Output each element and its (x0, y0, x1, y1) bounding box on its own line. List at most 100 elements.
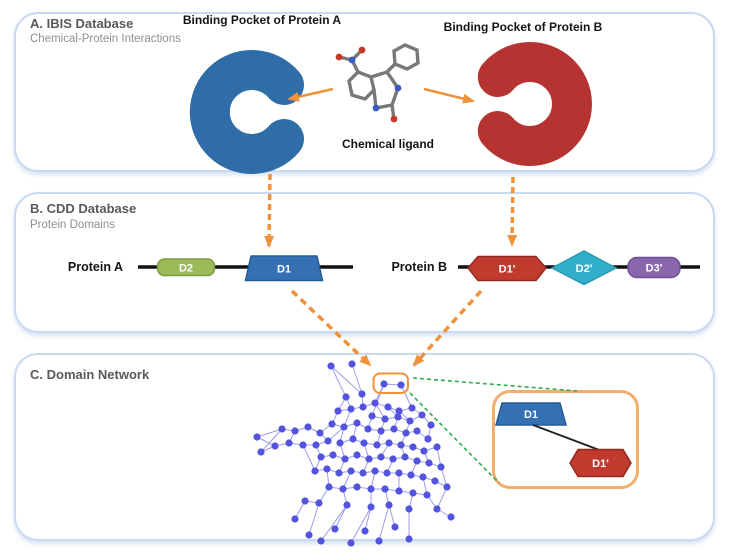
network-node (334, 407, 342, 415)
network-node (395, 407, 403, 415)
network-edge (320, 504, 348, 542)
network-node (425, 459, 433, 467)
network-edge (260, 428, 283, 453)
network-edge (334, 504, 348, 530)
chemical-ligand-structure (335, 43, 420, 123)
network-node (383, 469, 391, 477)
network-node (367, 503, 375, 511)
domain-d1p-label: D1' (499, 264, 516, 276)
dashed-arrow-pocket-a-to-d1 (264, 173, 275, 248)
network-node (401, 453, 409, 461)
oxygen-atom (358, 46, 366, 54)
dashed-arrow-pocket-b-to-d1p (507, 176, 518, 247)
network-node (407, 471, 415, 479)
network-node (381, 415, 389, 423)
network-node-highlighted (380, 380, 388, 388)
network-node (278, 425, 286, 433)
chemical-ligand-label: Chemical ligand (341, 137, 435, 151)
network-node (375, 537, 383, 545)
network-node (325, 483, 333, 491)
network-node (328, 420, 336, 428)
panel-a-title: A. IBIS Database (30, 16, 134, 31)
network-node (291, 427, 299, 435)
network-node (317, 453, 325, 461)
network-edge (256, 428, 283, 438)
network-node (323, 465, 331, 473)
nitrogen-atom (394, 84, 402, 92)
network-node (271, 442, 279, 450)
zoom-line-bottom (409, 392, 500, 484)
network-edge (436, 486, 448, 510)
network-node (299, 441, 307, 449)
network-node (381, 485, 389, 493)
network-node (349, 435, 357, 443)
network-node (341, 455, 349, 463)
domain-d1-label: D1 (277, 264, 291, 276)
domain-d1p-shape (467, 255, 547, 282)
network-node (405, 505, 413, 513)
inset-d1p-label: D1' (592, 458, 609, 470)
network-node (413, 457, 421, 465)
network-node (391, 523, 399, 531)
network-node (389, 455, 397, 463)
network-node (340, 423, 348, 431)
network-node (402, 429, 410, 437)
network-edge (330, 365, 347, 398)
arrow-ligand-to-pocket-b (423, 87, 475, 104)
network-node (384, 403, 392, 411)
network-edge (302, 444, 316, 472)
network-node (409, 489, 417, 497)
network-node (423, 491, 431, 499)
network-node (395, 469, 403, 477)
network-node (359, 469, 367, 477)
network-node (364, 425, 372, 433)
network-node (359, 403, 367, 411)
network-node (424, 435, 432, 443)
network-node (335, 469, 343, 477)
network-node (347, 539, 355, 547)
network-node (305, 531, 313, 539)
network-node (342, 393, 350, 401)
network-node (418, 411, 426, 419)
network-node (420, 447, 428, 455)
network-node (409, 443, 417, 451)
network-node (427, 421, 435, 429)
network-node (419, 473, 427, 481)
network-node (331, 525, 339, 533)
network-node (347, 405, 355, 413)
network-edge (308, 502, 320, 536)
nitrogen-atom (348, 56, 356, 64)
network-node (385, 439, 393, 447)
network-node (316, 429, 324, 437)
network-node (431, 477, 439, 485)
panel-a-subtitle: Chemical-Protein Interactions (30, 33, 181, 45)
network-node (358, 390, 366, 398)
network-node (395, 487, 403, 495)
inset-d1p-shape (569, 448, 632, 478)
network-node (327, 362, 335, 370)
network-node (311, 467, 319, 475)
network-node (353, 483, 361, 491)
network-node (304, 423, 312, 431)
domain-d2p-label: D2' (576, 263, 593, 275)
network-node (315, 499, 323, 507)
network-edge (400, 384, 413, 409)
panel-ibis-database (14, 12, 715, 172)
network-node (361, 527, 369, 535)
network-node (339, 485, 347, 493)
binding-pocket-b-shape (477, 42, 592, 166)
network-node (394, 413, 402, 421)
dashed-arrow-d1-to-network (290, 289, 372, 367)
network-node (397, 441, 405, 449)
nitrogen-atom (372, 104, 380, 112)
network-highlight-box (372, 372, 409, 394)
domain-d2-shape (156, 258, 216, 277)
inset-d1-shape (495, 402, 567, 426)
network-node (348, 360, 356, 368)
panel-b-subtitle: Protein Domains (30, 219, 116, 231)
network-node (336, 439, 344, 447)
network-node (413, 427, 421, 435)
network-edge (371, 383, 385, 417)
inset-edge-line (532, 424, 603, 452)
